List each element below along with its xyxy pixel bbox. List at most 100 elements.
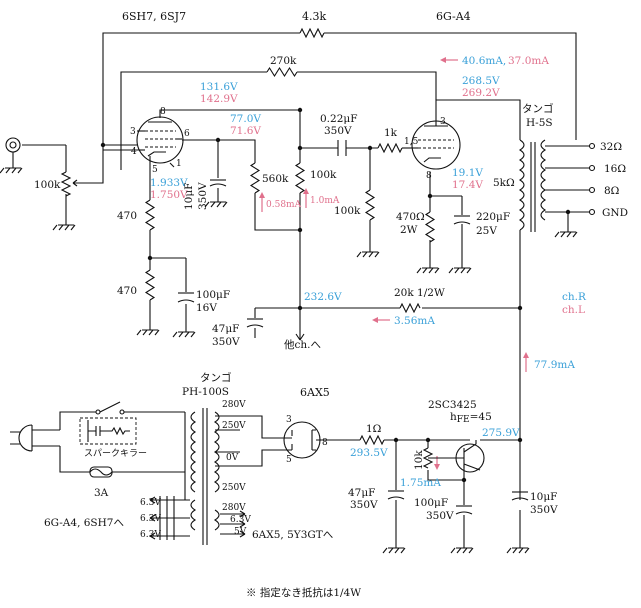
tube-v2-label: 6G-A4: [436, 10, 471, 23]
capacitor-10uf: [204, 179, 228, 208]
legend-ch-l: ch.L: [562, 304, 585, 316]
rectifier-pin8: 8: [322, 438, 328, 448]
resistor-470-cathode-watt: 2W: [400, 224, 418, 236]
power-transformer-model: PH-100S: [182, 386, 229, 398]
current-77.9ma: 77.9mA: [534, 359, 575, 371]
v2-cathode-voltage-l: 17.4V: [452, 179, 483, 191]
current-3.56ma: 3.56mA: [394, 315, 435, 327]
tap-8-label: 8Ω: [604, 185, 620, 197]
secondary-280v-a: 280V: [222, 400, 246, 410]
resistor-470-cathode-label: 470Ω: [396, 211, 425, 223]
resistor-560k: [249, 162, 261, 194]
secondary-0v: 0V: [226, 453, 239, 463]
resistor-4.3k: [299, 27, 325, 39]
rectifier-tube-6ax5: [283, 421, 321, 459]
capacitor-47uf-label: 47μF: [212, 323, 239, 335]
power-transformer: [159, 408, 240, 545]
heater-destination-a: 6G-A4, 6SH7へ: [44, 517, 124, 529]
v2-current-l: 37.0mA: [508, 55, 549, 67]
capacitor-100uf-b-voltage: 350V: [426, 510, 454, 522]
v1-plate-voltage-r: 131.6V: [200, 81, 238, 93]
heater-6.3v-a: 6.3V: [140, 498, 161, 508]
v2-pin3: 3: [440, 117, 446, 127]
rectifier-pin3: 3: [286, 415, 292, 425]
v2-current-r: 40.6mA,: [462, 55, 506, 67]
heater-destination-b: 6AX5, 5Y3GTへ: [252, 529, 333, 541]
v2-cathode-voltage-r: 19.1V: [452, 167, 483, 179]
resistor-470-top: [144, 199, 156, 231]
arrow-icon: [295, 333, 305, 341]
v1-cathode-voltage-l: 1.750V: [150, 189, 188, 201]
resistor-470-bottom-label: 470: [117, 285, 137, 297]
b-plus-voltage: 232.6V: [304, 291, 342, 303]
footnote: ※ 指定なき抵抗は1/4W: [246, 586, 361, 599]
resistor-100k-grid: [364, 189, 376, 221]
hfe-label: hFE=45: [450, 411, 492, 425]
capacitor-10uf-voltage: 350V: [197, 182, 209, 210]
input-jack-icon: [0, 137, 23, 174]
legend-ch-r: ch.R: [562, 291, 587, 303]
v1-pin8: 8: [160, 107, 166, 117]
ac-plug-icon: [10, 424, 33, 452]
capacitor-0.22uf: [337, 140, 347, 156]
ground-icon: [136, 329, 160, 336]
labels: 6SH7, 6SJ7 4.3k 6G-A4 270k 131.6V 142.9V…: [34, 10, 628, 599]
spark-killer-label: スパークキラー: [84, 448, 147, 459]
heater-6.3v-d: 6.3V: [230, 515, 251, 525]
output-transformer-model: H-5S: [526, 117, 553, 129]
rectifier-label: 6AX5: [300, 386, 330, 399]
v1-pin3: 3: [130, 127, 136, 137]
junction-dots: [100, 107, 571, 483]
resistor-1k-label: 1k: [384, 127, 398, 139]
resistor-470-cathode: [424, 211, 436, 243]
v2-pin-grid: 1,5: [404, 137, 419, 147]
capacitor-220uf-label: 220μF: [476, 211, 510, 223]
capacitor-100uf-voltage: 16V: [196, 302, 217, 314]
wires: [22, 32, 590, 548]
v2-pin8: 8: [426, 171, 432, 181]
tap-32-label: 32Ω: [600, 141, 622, 153]
capacitor-100uf-label: 100μF: [196, 289, 230, 301]
ground-icon: [416, 267, 440, 274]
current-1.75ma: 1.75mA: [400, 477, 441, 489]
heater-5v: 5V: [234, 527, 247, 537]
spark-killer: [79, 417, 137, 445]
secondary-280v-b: 280V: [222, 503, 246, 513]
resistor-100k-plate: [294, 162, 306, 194]
capacitor-100uf-16v: [172, 292, 196, 338]
heater-6.3v-c: 6.3V: [140, 530, 161, 540]
v1-plate-voltage-l: 142.9V: [200, 93, 238, 105]
current-arrows: [259, 57, 529, 470]
v1-pin1: 1: [176, 159, 182, 169]
resistor-20k-label: 20k 1/2W: [394, 287, 445, 299]
v1-pin4: 4: [131, 147, 137, 157]
v1-screen-voltage-r: 77.0V: [230, 113, 261, 125]
coupling-cap-voltage: 350V: [324, 125, 352, 137]
resistor-1k: [377, 142, 403, 154]
ground-icon: [356, 251, 380, 258]
potentiometer-label: 100k: [34, 179, 61, 191]
secondary-250v-b: 250V: [222, 483, 246, 493]
secondary-250v-a: 250V: [222, 421, 246, 431]
resistor-470-bottom: [144, 269, 156, 301]
capacitor-47uf-b: [382, 490, 406, 554]
resistor-100k-plate-label: 100k: [310, 169, 337, 181]
current-1.0ma: 1.0mA: [310, 196, 340, 206]
capacitor-10uf-b: [506, 491, 530, 554]
tap-gnd-label: GND: [602, 207, 628, 219]
rectifier-pin5: 5: [286, 455, 292, 465]
power-transformer-brand: タンゴ: [200, 371, 232, 384]
capacitor-10uf-b-voltage: 350V: [530, 504, 558, 516]
v1-cathode-voltage-r: 1.933V: [150, 177, 188, 189]
capacitor-47uf-b-voltage: 350V: [350, 499, 378, 511]
capacitor-47uf-b-label: 47μF: [348, 487, 375, 499]
resistor-270k-label: 270k: [270, 55, 297, 67]
output-transformer-brand: タンゴ: [522, 102, 554, 115]
fuse-icon: [89, 466, 113, 478]
resistor-1ohm: [359, 434, 385, 446]
coupling-cap-label: 0.22μF: [320, 113, 358, 125]
capacitor-10uf-b-label: 10μF: [530, 491, 557, 503]
resistor-560k-label: 560k: [262, 173, 289, 185]
resistor-10k: [422, 447, 434, 469]
